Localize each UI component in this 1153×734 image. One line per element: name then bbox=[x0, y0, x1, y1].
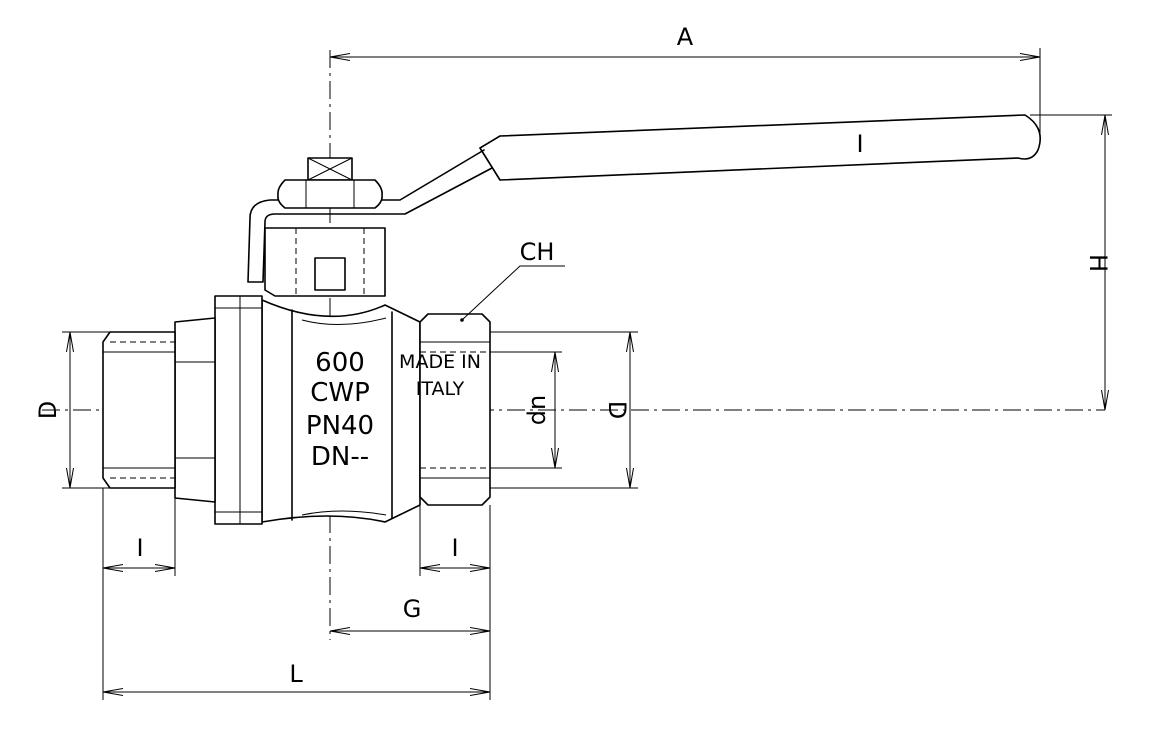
dimension-a-label: A bbox=[677, 23, 694, 51]
marking-pressure: 600 bbox=[315, 348, 365, 378]
body-marking: 600 CWP PN40 DN-- bbox=[306, 348, 374, 472]
dimension-a: A bbox=[330, 23, 1041, 138]
dimension-i-left: I bbox=[102, 488, 176, 700]
dimension-i-left-label: I bbox=[136, 534, 143, 562]
marking-pn: PN40 bbox=[306, 411, 374, 441]
stem-nut bbox=[277, 157, 383, 209]
dimension-l: L bbox=[103, 660, 490, 692]
dimension-h-label: H bbox=[1084, 254, 1112, 272]
right-union-nut bbox=[419, 313, 491, 506]
marking-made-in: MADE IN bbox=[399, 351, 481, 373]
stem-neck bbox=[264, 227, 386, 297]
dimension-d-right-label: D bbox=[603, 401, 631, 419]
left-flange bbox=[214, 295, 263, 525]
dimension-i-right-label: I bbox=[451, 534, 458, 562]
lever-handle bbox=[247, 114, 1041, 283]
left-hex bbox=[174, 317, 216, 503]
dimension-ch: CH bbox=[460, 238, 565, 322]
dimension-d-right: D bbox=[490, 331, 638, 489]
left-male-thread bbox=[102, 331, 176, 489]
dimension-l-label: L bbox=[289, 660, 303, 688]
dimension-i-lever-label: I bbox=[856, 130, 863, 158]
dimension-h: H bbox=[1030, 114, 1112, 410]
dimension-d-left: D bbox=[34, 331, 175, 489]
dimension-g: G bbox=[330, 595, 490, 631]
dimension-dn-label: dn bbox=[523, 395, 551, 425]
marking-cwp: CWP bbox=[310, 378, 370, 408]
dimension-dn: dn bbox=[490, 351, 562, 469]
dimension-i-right: I bbox=[419, 505, 491, 700]
marking-italy: ITALY bbox=[416, 378, 465, 400]
dimension-g-label: G bbox=[403, 595, 422, 623]
dimension-ch-label: CH bbox=[520, 238, 555, 266]
nut-marking: MADE IN ITALY bbox=[399, 351, 481, 400]
dimension-d-left-label: D bbox=[34, 401, 62, 419]
marking-dn: DN-- bbox=[311, 442, 369, 472]
